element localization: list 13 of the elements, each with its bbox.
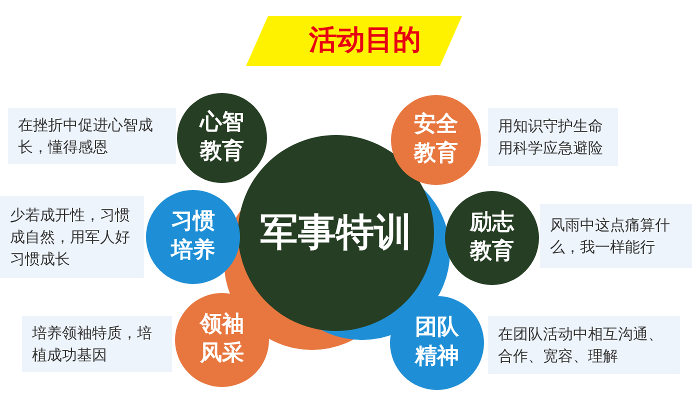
title-text: 活动目的 [308,22,422,58]
note-panel: 少若成开性，习惯成自然，用军人好习惯成长 [0,196,144,278]
topic-circle: 领袖风采 [175,293,269,387]
topic-circle: 团队精神 [390,296,484,390]
note-panel: 培养领袖特质，培植成功基因 [22,316,172,372]
note-panel: 在团队活动中相互沟通、合作、宽容、理解 [488,316,680,374]
topic-circle: 励志教育 [445,191,539,285]
topic-circle: 心智教育 [177,93,267,183]
topic-circle: 安全教育 [391,95,481,185]
note-panel: 在挫折中促进心智成长，懂得感恩 [8,108,176,164]
note-panel: 用知识守护生命用科学应急避险 [488,108,618,166]
note-panel: 风雨中这点痛算什么，我一样能行 [540,204,692,268]
topic-circle: 习惯培养 [146,190,240,284]
